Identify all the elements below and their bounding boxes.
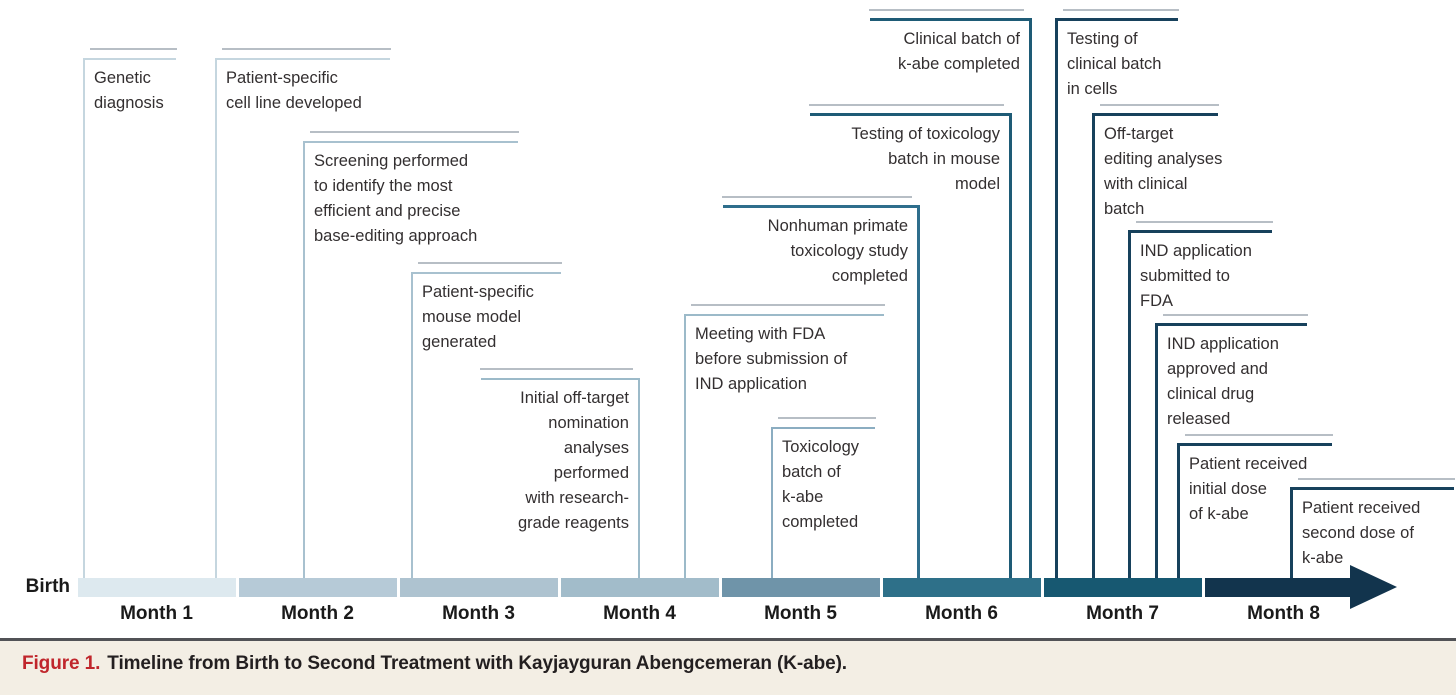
milestone-text: Patient-specific mouse model generated — [422, 283, 534, 351]
milestone-text: Patient received second dose of k-abe — [1302, 499, 1421, 567]
milestone-callout-testing-toxicology-mouse: Testing of toxicology batch in mouse mod… — [809, 104, 1012, 578]
milestone-text: Patient-specific cell line developed — [226, 69, 362, 112]
milestone-callout-toxicology-batch-completed: Toxicology batch of k-abe completed — [771, 417, 876, 578]
milestone-text: IND application submitted to FDA — [1140, 242, 1252, 310]
milestone-callout-off-target-clinical: Off-target editing analyses with clinica… — [1092, 104, 1223, 578]
milestone-text: Screening performed to identify the most… — [314, 152, 478, 245]
month-segment-2 — [238, 578, 397, 597]
month-label-4: Month 4 — [603, 603, 676, 624]
milestone-callout-patient-second-dose: Patient received second dose of k-abe — [1290, 478, 1455, 578]
month-segment-3 — [399, 578, 558, 597]
milestone-text: Genetic diagnosis — [94, 69, 164, 112]
month-segment-8 — [1204, 578, 1350, 597]
caption-label: Figure 1. — [22, 653, 101, 674]
month-label-6: Month 6 — [925, 603, 998, 624]
month-segment-4 — [560, 578, 719, 597]
milestone-callout-screening-performed: Screening performed to identify the most… — [303, 131, 519, 578]
milestone-callout-mouse-model-generated: Patient-specific mouse model generated — [411, 262, 562, 578]
milestone-text: Nonhuman primate toxicology study comple… — [767, 217, 908, 285]
milestone-callout-ind-submitted: IND application submitted to FDA — [1128, 221, 1273, 578]
milestone-callout-initial-off-target-analyses: Initial off-target nomination analyses p… — [480, 368, 640, 578]
milestone-callout-clinical-batch-completed: Clinical batch of k-abe completed — [869, 9, 1032, 578]
month-segment-5 — [721, 578, 880, 597]
month-label-7: Month 7 — [1086, 603, 1159, 624]
month-label-3: Month 3 — [442, 603, 515, 624]
milestone-callout-ind-approved: IND application approved and clinical dr… — [1155, 314, 1308, 578]
milestone-callout-genetic-diagnosis: Genetic diagnosis — [83, 48, 177, 578]
milestone-text: Patient received initial dose of k-abe — [1189, 455, 1308, 523]
milestone-text: Off-target editing analyses with clinica… — [1104, 125, 1223, 218]
milestone-text: IND application approved and clinical dr… — [1167, 335, 1279, 428]
caption-text: Timeline from Birth to Second Treatment … — [107, 653, 847, 674]
birth-label: Birth — [25, 576, 70, 597]
month-segment-6 — [882, 578, 1041, 597]
milestone-text: Clinical batch of k-abe completed — [898, 30, 1020, 73]
milestone-callout-nonhuman-primate-study: Nonhuman primate toxicology study comple… — [722, 196, 920, 578]
month-label-2: Month 2 — [281, 603, 354, 624]
milestone-text: Meeting with FDA before submission of IN… — [695, 325, 848, 393]
month-segment-1 — [77, 578, 236, 597]
month-label-1: Month 1 — [120, 603, 193, 624]
milestone-callout-testing-clinical-cells: Testing of clinical batch in cells — [1055, 9, 1179, 578]
month-segment-7 — [1043, 578, 1202, 597]
caption-separator — [0, 638, 1456, 641]
month-label-8: Month 8 — [1247, 603, 1320, 624]
timeline-arrow-head — [1350, 565, 1397, 609]
milestone-text: Toxicology batch of k-abe completed — [782, 438, 860, 531]
milestone-text: Initial off-target nomination analyses p… — [518, 389, 629, 532]
month-label-5: Month 5 — [764, 603, 837, 624]
milestone-callout-fda-meeting: Meeting with FDA before submission of IN… — [684, 304, 885, 578]
milestone-callout-cell-line-developed: Patient-specific cell line developed — [215, 48, 391, 578]
milestone-callout-patient-initial-dose: Patient received initial dose of k-abe — [1177, 434, 1333, 578]
figure-caption: Figure 1. Timeline from Birth to Second T… — [0, 641, 1456, 695]
milestone-text: Testing of toxicology batch in mouse mod… — [851, 125, 1000, 193]
milestone-text: Testing of clinical batch in cells — [1067, 30, 1162, 98]
